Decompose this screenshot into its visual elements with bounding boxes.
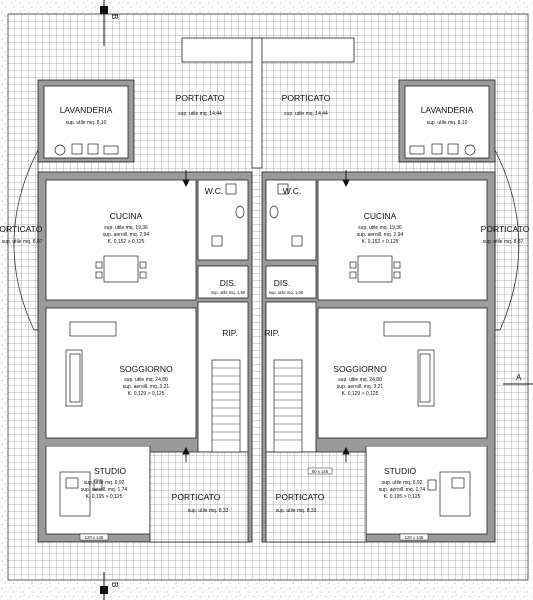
porticato-bottom-area-right <box>265 451 367 543</box>
svg-text:sup. utile mq. 19,36: sup. utile mq. 19,36 <box>104 225 148 231</box>
stairs-left <box>211 359 241 453</box>
label-lavanderia-right: LAVANDERIA <box>421 105 474 115</box>
svg-text:sup. utile mq. 8,87: sup. utile mq. 8,87 <box>2 239 43 245</box>
svg-text:sup. aeroill. mq. 2,94: sup. aeroill. mq. 2,94 <box>103 232 150 238</box>
svg-text:120 x 145: 120 x 145 <box>85 535 104 540</box>
svg-text:K. 0,129 > 0,125: K. 0,129 > 0,125 <box>342 391 379 397</box>
laundry-fixtures-right <box>409 143 476 156</box>
svg-text:sup. utile mq. 8,10: sup. utile mq. 8,10 <box>427 120 468 126</box>
left-portico-curve <box>13 149 39 331</box>
label-soggiorno-left: SOGGIORNO <box>119 364 173 374</box>
wc-fixtures-left <box>211 183 245 247</box>
svg-text:sup. utile mq. 14,44: sup. utile mq. 14,44 <box>178 111 222 117</box>
svg-text:sup. utile mq. 8,87: sup. utile mq. 8,87 <box>483 239 524 245</box>
dis-room-right <box>265 265 317 299</box>
desk-left <box>59 471 103 517</box>
svg-text:sup. utile mq. 14,44: sup. utile mq. 14,44 <box>284 111 328 117</box>
label-studio-left: STUDIO <box>94 466 127 476</box>
label-dis-right: DIS. <box>274 278 291 288</box>
sofa-left <box>65 321 117 407</box>
center-divider-top <box>251 37 263 169</box>
svg-text:K. 0,195 > 0,125: K. 0,195 > 0,125 <box>86 494 123 500</box>
stairs-right <box>273 359 303 453</box>
label-porticato-top-left: PORTICATO <box>176 93 225 103</box>
svg-text:sup. aeroill. mq. 1,74: sup. aeroill. mq. 1,74 <box>81 487 128 493</box>
desk-right <box>427 471 471 517</box>
section-label-top: B <box>110 14 119 19</box>
section-marker-right: A <box>503 373 533 385</box>
label-cucina-left: CUCINA <box>110 211 143 221</box>
label-porticato-side-left: PORTICATO <box>0 224 43 234</box>
svg-text:sup. utile mq. 19,36: sup. utile mq. 19,36 <box>358 225 402 231</box>
svg-text:K. 0,152 > 0,125: K. 0,152 > 0,125 <box>362 239 399 245</box>
svg-text:sup. aeroill. mq. 1,74: sup. aeroill. mq. 1,74 <box>379 487 426 493</box>
svg-text:120 x 145: 120 x 145 <box>405 535 424 540</box>
wc-fixtures-right <box>269 183 303 247</box>
label-lavanderia-left: LAVANDERIA <box>60 105 113 115</box>
svg-text:sup. utile mq. 1,56: sup. utile mq. 1,56 <box>269 290 304 295</box>
svg-text:sup. utile mq. 8,33: sup. utile mq. 8,33 <box>188 508 229 514</box>
entrance-arrows <box>182 170 350 462</box>
kitchen-table-right <box>349 255 401 283</box>
label-dis-left: DIS. <box>220 278 237 288</box>
svg-text:K. 0,129 > 0,125: K. 0,129 > 0,125 <box>128 391 165 397</box>
porticato-bottom-area-left <box>149 451 249 543</box>
label-wc-right: W.C. <box>283 186 301 196</box>
label-rip-left: RIP. <box>222 328 237 338</box>
label-wc-left: W.C. <box>205 186 223 196</box>
svg-text:sup. aeroill. mq. 2,94: sup. aeroill. mq. 2,94 <box>357 232 404 238</box>
svg-text:sup. utile mq. 8,10: sup. utile mq. 8,10 <box>66 120 107 126</box>
label-porticato-top-right: PORTICATO <box>282 93 331 103</box>
svg-text:sup. utile mq. 8,33: sup. utile mq. 8,33 <box>276 508 317 514</box>
section-marker-bottom: B <box>100 572 119 600</box>
svg-text:sup. utile mq. 6,92: sup. utile mq. 6,92 <box>84 480 125 486</box>
svg-text:K. 0,195 > 0,125: K. 0,195 > 0,125 <box>384 494 421 500</box>
label-studio-right: STUDIO <box>384 466 417 476</box>
label-soggiorno-right: SOGGIORNO <box>333 364 387 374</box>
label-porticato-bottom-right: PORTICATO <box>276 492 325 502</box>
kitchen-table-left <box>95 255 147 283</box>
svg-text:sup. utile mq. 6,92: sup. utile mq. 6,92 <box>382 480 423 486</box>
wc-room-left <box>197 179 249 261</box>
svg-text:K. 0,152 > 0,125: K. 0,152 > 0,125 <box>108 239 145 245</box>
label-cucina-right: CUCINA <box>364 211 397 221</box>
wc-room-right <box>265 179 317 261</box>
sofa-right <box>383 321 435 407</box>
svg-text:sup. utile mq. 1,56: sup. utile mq. 1,56 <box>211 290 246 295</box>
svg-text:sup. aeroill. mq. 3,21: sup. aeroill. mq. 3,21 <box>123 384 170 390</box>
label-porticato-side-right: PORTICATO <box>481 224 530 234</box>
right-portico-curve <box>494 149 520 331</box>
cucina-room-right <box>317 179 488 301</box>
svg-text:sup. utile mq. 24,80: sup. utile mq. 24,80 <box>124 377 168 383</box>
dis-room-left <box>197 265 249 299</box>
label-porticato-bottom-left: PORTICATO <box>172 492 221 502</box>
section-marker-top: B <box>100 0 119 46</box>
window-tags: 120 x 145 120 x 145 90 x 145 <box>79 467 429 541</box>
svg-text:sup. aeroill. mq. 3,21: sup. aeroill. mq. 3,21 <box>337 384 384 390</box>
top-entrance <box>181 37 355 63</box>
svg-text:sup. utile mq. 24,80: sup. utile mq. 24,80 <box>338 377 382 383</box>
section-label-right: A <box>516 373 522 382</box>
laundry-fixtures-left <box>54 143 119 156</box>
svg-text:90 x 145: 90 x 145 <box>312 469 329 474</box>
label-rip-right: RIP. <box>264 328 279 338</box>
section-label-bottom: B <box>110 582 119 587</box>
